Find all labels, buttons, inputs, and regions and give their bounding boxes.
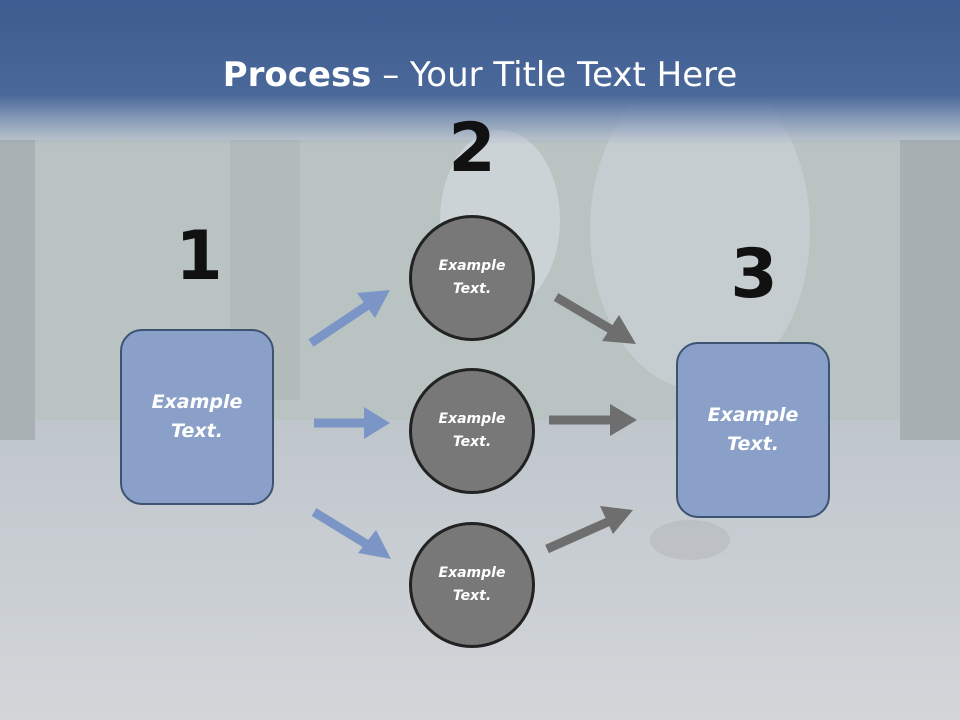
step-number-2: 2 xyxy=(448,109,496,188)
title-rest: – Your Title Text Here xyxy=(371,55,738,95)
gray-arrow-down xyxy=(553,293,636,344)
step-number-1: 1 xyxy=(175,217,223,296)
step-number-3: 3 xyxy=(730,235,778,314)
input-box: Example Text. xyxy=(120,329,274,505)
output-box: Example Text. xyxy=(676,342,830,518)
title-bold: Process xyxy=(222,55,372,95)
slide-title: Process – Your Title Text Here xyxy=(0,54,960,96)
circle-middle-text: Example Text. xyxy=(438,411,506,450)
gray-arrow-up xyxy=(545,506,633,554)
circle-top-text: Example Text. xyxy=(438,258,506,297)
blue-arrow-up xyxy=(308,290,390,347)
header-band xyxy=(0,0,960,145)
gray-arrow-right xyxy=(549,404,637,436)
circle-middle: Example Text. xyxy=(409,368,535,494)
circle-bottom-text: Example Text. xyxy=(438,565,506,604)
circle-bottom: Example Text. xyxy=(409,522,535,648)
circle-top: Example Text. xyxy=(409,215,535,341)
output-box-text: Example Text. xyxy=(707,404,799,455)
input-box-text: Example Text. xyxy=(151,391,243,442)
blue-arrow-right xyxy=(314,407,390,439)
blue-arrow-down xyxy=(311,508,391,559)
